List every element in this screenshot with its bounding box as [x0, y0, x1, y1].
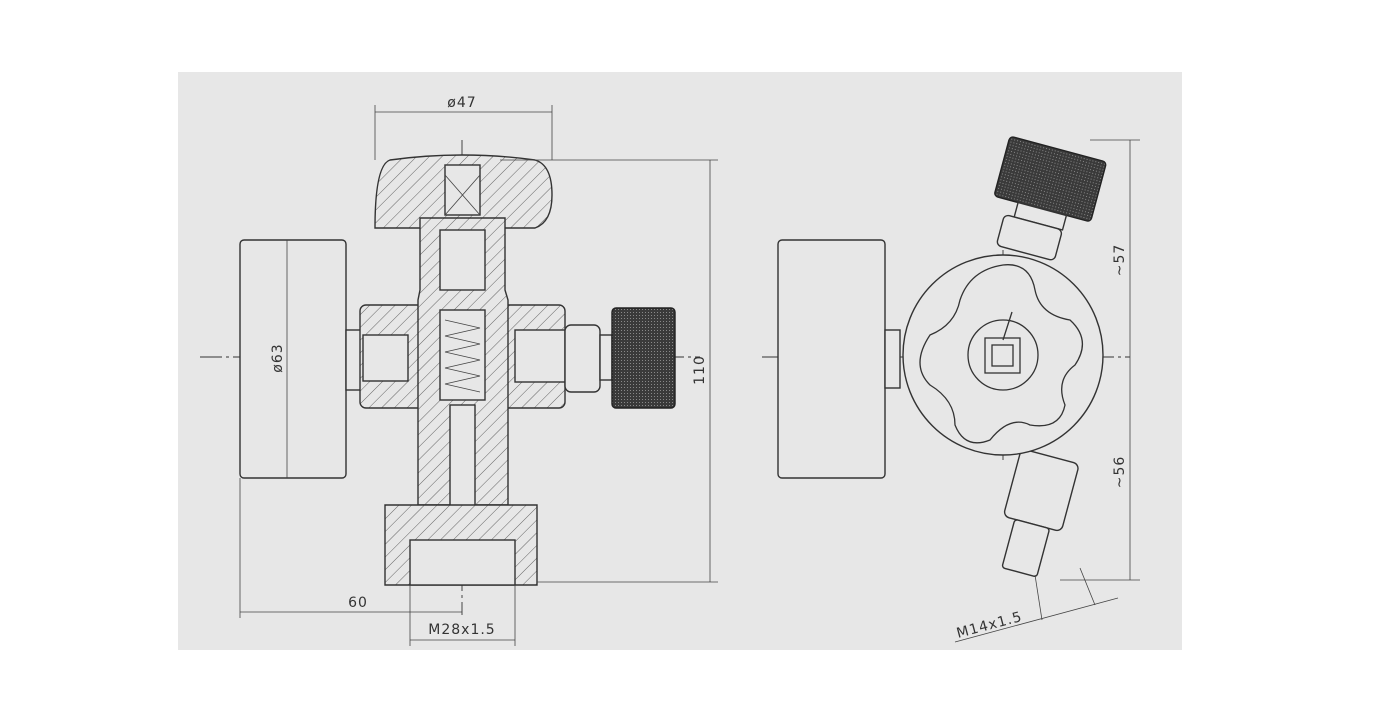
square-drive-inner — [991, 344, 1014, 367]
star-knob — [919, 264, 1083, 444]
gauge-port-bore — [362, 334, 409, 382]
dim-height: 110 — [692, 355, 708, 385]
right-front-view — [762, 136, 1130, 577]
dim-handwheel-diameter: ø47 — [447, 95, 476, 111]
dim-width: 60 — [348, 595, 368, 611]
stem-square — [444, 164, 481, 216]
hex-fitting — [564, 324, 601, 393]
left-dimensions: ø47 110 ø63 60 M28x1.5 — [239, 95, 718, 646]
spring-chamber — [439, 309, 486, 401]
upper-knurled-cap — [994, 136, 1107, 222]
square-drive — [984, 337, 1021, 374]
hub — [967, 319, 1039, 391]
lower-hex-fitting — [1003, 449, 1079, 532]
pressure-gauge-side — [239, 239, 347, 479]
dim-gauge-diameter: ø63 — [270, 343, 286, 372]
knurled-cap — [611, 307, 676, 409]
indicator-line — [1002, 311, 1013, 341]
upper-hex — [996, 214, 1063, 261]
outlet-port-bore — [514, 329, 566, 383]
bottom-bore — [409, 539, 516, 586]
pressure-gauge-side — [777, 239, 886, 479]
dim-upper: ~57 — [1112, 244, 1128, 277]
gauge-stem — [884, 329, 901, 389]
fitting-neck — [599, 334, 613, 381]
lower-thread — [1001, 519, 1050, 577]
handwheel-face — [902, 254, 1104, 456]
dim-thread-m28: M28x1.5 — [428, 622, 495, 638]
dim-thread-m14: M14x1.5 — [955, 609, 1024, 642]
dim-lower: ~56 — [1112, 456, 1128, 489]
stem-bore — [439, 229, 486, 291]
left-section-view — [200, 140, 700, 615]
spring — [444, 319, 481, 393]
